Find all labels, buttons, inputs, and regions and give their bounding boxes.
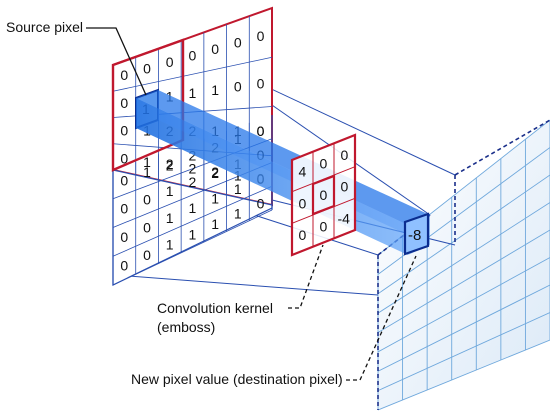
destination-dashed-top (454, 119, 550, 176)
destination-grid-line (377, 284, 550, 372)
source-value: 0 (143, 60, 151, 76)
kernel-label-line2: (emboss) (157, 319, 215, 335)
source-value: 2 (189, 174, 197, 190)
kernel-value: 0 (320, 219, 328, 235)
source-grid-line (112, 56, 273, 92)
source-value: 1 (211, 190, 219, 206)
kernel-value: 0 (320, 155, 328, 171)
kernel-value: 0 (299, 195, 307, 211)
destination-grid-line (377, 174, 550, 295)
source-value: 0 (143, 247, 151, 263)
destination-grid (377, 119, 550, 411)
source-value: 0 (120, 67, 128, 83)
kernel-pointer (288, 244, 324, 309)
callouts: Source pixel Convolution kernel (emboss)… (6, 19, 417, 387)
source-value: 0 (120, 95, 128, 111)
source-value: 2 (189, 161, 197, 177)
destination-grid-line (377, 202, 550, 314)
source-value: 1 (166, 183, 174, 199)
kernel-value: 0 (341, 179, 349, 195)
kernel-value: 0 (320, 187, 328, 203)
source-value: 0 (257, 28, 265, 44)
destination-grid-line (377, 339, 550, 411)
source-value: 2 (166, 157, 174, 173)
source-value: 1 (143, 154, 151, 170)
source-value: 0 (234, 79, 242, 95)
source-value: 0 (234, 34, 242, 50)
destination-label: New pixel value (destination pixel) (131, 371, 343, 387)
kernel-value: 0 (341, 147, 349, 163)
source-value: 0 (120, 151, 128, 167)
source-value: 0 (120, 257, 128, 273)
source-value: 2 (211, 165, 219, 181)
destination-grid-line (377, 257, 550, 353)
source-value: 1 (166, 210, 174, 226)
destination-plane (378, 120, 550, 410)
source-value: 0 (120, 201, 128, 217)
kernel-value: -4 (338, 210, 351, 226)
destination-image (377, 119, 550, 411)
kernel-value: 4 (299, 164, 307, 180)
source-value: 1 (211, 82, 219, 98)
source-value: 0 (143, 192, 151, 208)
destination-pointer (346, 255, 417, 381)
source-value: 1 (166, 237, 174, 253)
source-value: 0 (166, 54, 174, 70)
source-pixel-pointer (86, 27, 147, 96)
source-value: 1 (234, 206, 242, 222)
source-value: 0 (189, 47, 197, 63)
kernel-center-cell (311, 174, 336, 216)
source-value: 0 (120, 172, 128, 188)
source-value: 1 (143, 164, 151, 180)
source-value: 2 (211, 164, 219, 180)
destination-pixel-value: -8 (408, 227, 421, 244)
source-value: 0 (257, 123, 265, 139)
destination-pixel: -8 (403, 212, 430, 256)
source-value: 0 (257, 75, 265, 91)
source-value: 0 (120, 229, 128, 245)
destination-grid-line (377, 312, 550, 392)
source-value: 1 (189, 200, 197, 216)
source-grid-line (112, 185, 273, 257)
source-value: 1 (189, 226, 197, 242)
source-value: 0 (257, 123, 265, 139)
source-value: 2 (189, 148, 197, 164)
source-value: 1 (234, 181, 242, 197)
source-value: 0 (120, 123, 128, 139)
source-grid-line (112, 209, 273, 286)
kernel-label-line1: Convolution kernel (157, 300, 273, 316)
destination-grid-line (377, 229, 550, 333)
source-value: 0 (143, 219, 151, 235)
source-value: 2 (166, 156, 174, 172)
source-value: 1 (189, 85, 197, 101)
kernel-value: 0 (299, 227, 307, 243)
source-value: 1 (211, 216, 219, 232)
destination-dashed-edge (377, 214, 431, 256)
source-pixel-label: Source pixel (6, 19, 83, 35)
source-value: 0 (211, 41, 219, 57)
source-value: 0 (257, 195, 265, 211)
